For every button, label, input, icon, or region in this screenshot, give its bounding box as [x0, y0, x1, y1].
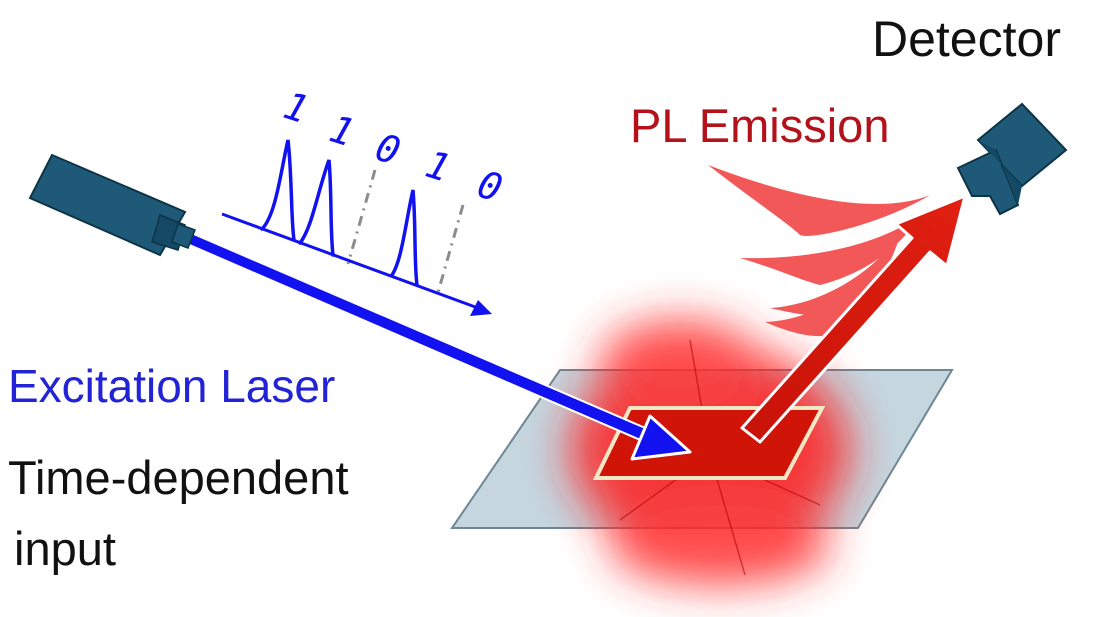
- pulse-1: [260, 139, 296, 242]
- input-label: input: [14, 522, 116, 575]
- bit-label: 1: [420, 142, 455, 191]
- excitation-laser-label: Excitation Laser: [8, 360, 336, 412]
- pulse-2: [298, 159, 335, 257]
- bit-label: 0: [472, 162, 507, 211]
- pulse-train: [260, 139, 419, 287]
- pulse-axis: [221, 212, 492, 316]
- emission-arrow: [740, 194, 967, 444]
- pl-emission-flame: [708, 165, 930, 337]
- bit-label: 0: [370, 125, 405, 174]
- pl-emission-label: PL Emission: [630, 99, 890, 152]
- sample-area: [592, 406, 826, 480]
- bit-label: 1: [278, 83, 313, 132]
- pulse-4: [390, 189, 419, 287]
- bit-label: 1: [324, 106, 359, 155]
- detector-camera: [956, 102, 1068, 216]
- zero-markers: [346, 169, 465, 297]
- laser-source: [28, 153, 196, 257]
- time-dependent-label: Time-dependent: [8, 451, 349, 504]
- zero-marker-5: [435, 204, 465, 297]
- detector-label: Detector: [872, 11, 1061, 67]
- bit-labels: 1 1 0 1 0: [278, 83, 507, 211]
- zero-marker-3: [346, 169, 377, 265]
